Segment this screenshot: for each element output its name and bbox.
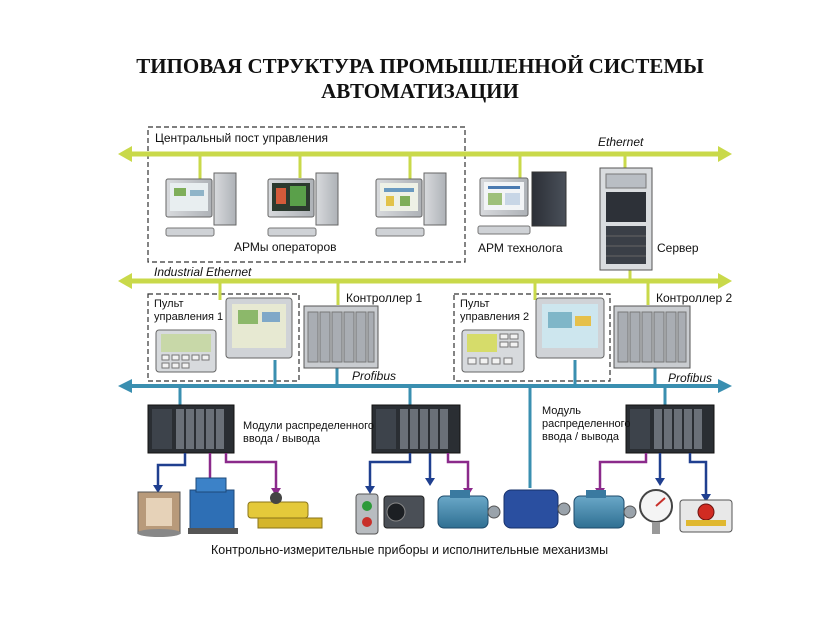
profibus-right-label: Profibus [668,371,713,385]
controller1-device [303,305,379,369]
dio-module-middle [371,404,461,454]
central-post-frame [147,126,466,263]
operator-pc-1 [165,172,237,237]
diagram-title-line1: ТИПОВАЯ СТРУКТУРА ПРОМЫШЛЕННОЙ СИСТЕМЫ [136,54,704,78]
profibus-left-label: Profibus [352,369,397,383]
pressure-gauge-device [639,489,673,534]
dio-modules-label-line1: Модули распределенного [243,420,375,432]
ethernet-bus [118,146,732,162]
controller1-label: Контроллер 1 [346,291,423,305]
ethernet-label: Ethernet [598,135,644,149]
hydraulic-cylinder-device [247,492,323,529]
dio-modules-label-line2: ввода / вывода [243,433,321,445]
diagram-title-line2: АВТОМАТИЗАЦИИ [321,79,519,103]
dio-module-label-line1: Модуль [542,405,581,417]
control-box-device [679,499,733,533]
sensor-camera-device [383,495,425,529]
dio-module-left [147,404,235,454]
central-post-label: Центральный пост управления [155,131,329,145]
panel1-label-line2: управления 1 [154,311,224,323]
operator-stations-label: АРМы операторов [234,240,337,254]
server-label: Сервер [657,241,699,255]
industrial-ethernet-bus [118,273,732,289]
push-button-station-device [355,493,379,535]
operator-pc-2 [267,172,339,237]
dio-module-right [625,404,715,454]
dio-module-label-line2: распределенного [542,418,631,430]
dio-module-label-line3: ввода / вывода [542,431,620,443]
panel2-label-line1: Пульт [460,298,490,310]
motor-device-2 [503,489,571,529]
industrial-ethernet-label: Industrial Ethernet [154,265,252,279]
motor-device-3 [573,490,637,529]
panel2-touch-panel [535,297,605,359]
motor-device-1 [437,490,501,529]
controller2-label: Контроллер 2 [656,291,733,305]
panel1-frame [147,293,300,382]
panel2-operator-device [461,329,525,373]
profibus-bus [118,379,732,393]
technologist-station-label: АРМ технолога [478,241,563,255]
valve-actuator-device [137,491,181,537]
field-devices-caption: Контрольно-измерительные приборы и испол… [211,543,609,557]
operator-pc-3 [375,172,447,237]
panel1-touch-panel [225,297,293,359]
server-rack [599,167,653,271]
panel1-operator-device [155,329,217,373]
panel1-label-line1: Пульт [154,298,184,310]
panel2-frame [453,293,611,382]
technologist-pc [477,171,567,235]
panel2-label-line2: управления 2 [460,311,530,323]
controller2-device [613,305,691,369]
hydraulic-unit-device [188,477,238,534]
